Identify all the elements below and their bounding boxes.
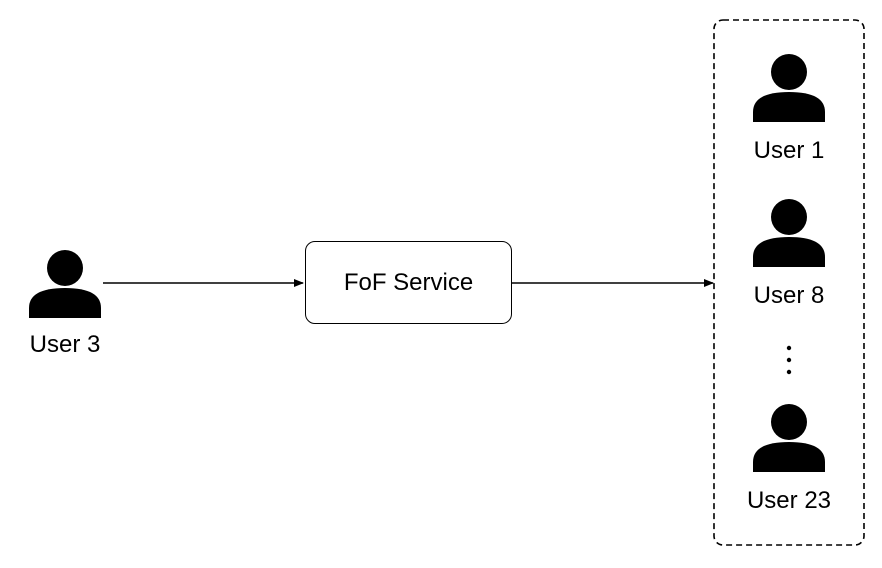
user-1-label: User 1 <box>753 137 825 164</box>
user-3-label: User 3 <box>29 331 101 358</box>
user-23-icon <box>753 404 825 472</box>
results-group-container <box>713 19 865 546</box>
user-23-label: User 23 <box>746 487 832 514</box>
fof-service-label: FoF Service <box>343 268 474 296</box>
user-1-icon <box>753 54 825 122</box>
fof-service-box: FoF Service <box>305 241 512 324</box>
user-8-label: User 8 <box>753 282 825 309</box>
vertical-ellipsis-icon <box>786 345 792 375</box>
user-8-icon <box>753 199 825 267</box>
user-3-icon <box>29 250 101 318</box>
